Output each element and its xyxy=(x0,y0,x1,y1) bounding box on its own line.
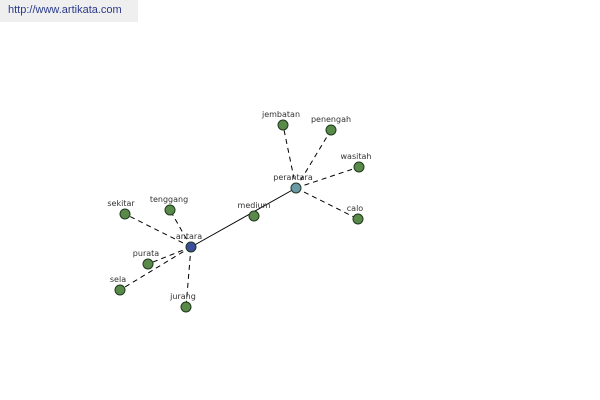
node-label-tenggang[interactable]: tenggang xyxy=(150,195,188,204)
edge-antara-sela xyxy=(119,246,192,291)
node-sekitar[interactable] xyxy=(119,208,131,220)
edge-perantara-penengah xyxy=(295,129,332,189)
node-label-jembatan[interactable]: jembatan xyxy=(261,110,300,119)
node-antara[interactable] xyxy=(185,241,197,253)
edge-perantara-jembatan xyxy=(282,124,297,189)
node-calo[interactable] xyxy=(352,213,364,225)
node-purata[interactable] xyxy=(142,258,154,270)
node-jurang[interactable] xyxy=(180,301,192,313)
edge-antara-purata xyxy=(147,246,192,265)
node-sela[interactable] xyxy=(114,284,126,296)
node-label-purata[interactable]: purata xyxy=(133,249,159,258)
edge-antara-sekitar xyxy=(124,213,192,248)
node-wasitah[interactable] xyxy=(353,161,365,173)
edge-antara-tenggang xyxy=(169,209,192,248)
edges-layer xyxy=(119,124,360,308)
edge-antara-jurang xyxy=(185,246,192,308)
node-label-wasitah[interactable]: wasitah xyxy=(341,152,372,161)
node-jembatan[interactable] xyxy=(277,119,289,131)
node-label-penengah[interactable]: penengah xyxy=(311,115,351,124)
node-label-jurang[interactable]: jurang xyxy=(169,292,196,301)
edge-perantara-wasitah xyxy=(295,166,360,189)
node-label-sela[interactable]: sela xyxy=(110,275,126,284)
source-url: http://www.artikata.com xyxy=(0,0,138,22)
nodes-layer xyxy=(114,119,365,313)
node-label-perantara[interactable]: perantara xyxy=(273,173,313,182)
node-medium[interactable] xyxy=(248,210,260,222)
edge-antara-perantara xyxy=(190,187,297,248)
node-label-medium[interactable]: medium xyxy=(238,201,271,210)
node-tenggang[interactable] xyxy=(164,204,176,216)
node-perantara[interactable] xyxy=(290,182,302,194)
labels-layer: antara perantara medium sekitar tenggang pura… xyxy=(107,110,371,301)
node-label-antara[interactable]: antara xyxy=(176,232,202,241)
node-label-calo[interactable]: calo xyxy=(347,204,364,213)
node-penengah[interactable] xyxy=(325,124,337,136)
edge-perantara-calo xyxy=(295,187,359,220)
node-label-sekitar[interactable]: sekitar xyxy=(107,199,135,208)
